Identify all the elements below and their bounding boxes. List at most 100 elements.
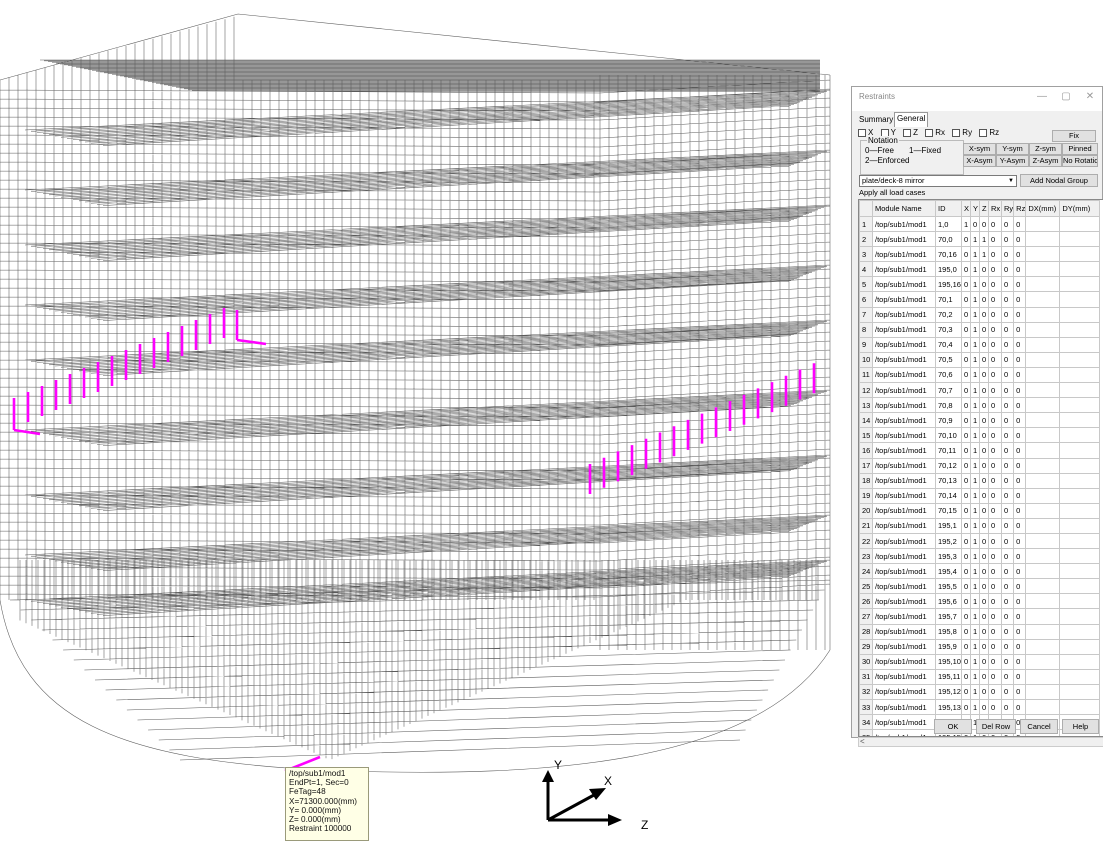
table-cell[interactable]: 0 (1013, 578, 1027, 595)
table-cell[interactable] (1025, 306, 1061, 323)
table-cell[interactable]: /top/sub1/mod1 (872, 698, 936, 716)
table-cell[interactable] (1059, 548, 1101, 565)
table-cell[interactable]: 0 (1000, 517, 1015, 534)
table-cell[interactable] (1025, 427, 1061, 444)
table-cell[interactable]: /top/sub1/mod1 (872, 623, 936, 640)
table-cell[interactable]: 70,12 (935, 457, 962, 474)
table-cell[interactable]: 0 (961, 502, 971, 519)
table-cell[interactable]: 0 (961, 548, 971, 565)
table-cell[interactable]: 0 (1000, 638, 1015, 655)
table-cell[interactable]: 0 (1013, 382, 1027, 399)
table-cell[interactable]: 0 (1000, 548, 1015, 565)
table-cell[interactable]: 0 (979, 276, 989, 293)
table-cell[interactable]: 0 (1013, 683, 1027, 701)
table-cell[interactable]: 0 (1013, 638, 1027, 655)
column-header[interactable]: Rx (988, 200, 1002, 217)
table-cell[interactable] (1059, 532, 1101, 550)
table-cell[interactable]: 1 (979, 231, 989, 248)
table-cell[interactable]: 0 (988, 261, 1002, 278)
table-cell[interactable]: 0 (979, 412, 989, 429)
table-cell[interactable]: 0 (1000, 457, 1015, 474)
table-cell[interactable]: 0 (1000, 653, 1015, 670)
table-cell[interactable]: 0 (979, 623, 989, 640)
table-cell[interactable]: 0 (1000, 427, 1015, 444)
table-cell[interactable] (1059, 215, 1101, 233)
table-cell[interactable]: 1 (970, 231, 980, 248)
table-cell[interactable]: 1 (970, 336, 980, 353)
table-cell[interactable]: 0 (988, 653, 1002, 670)
table-cell[interactable] (1025, 321, 1061, 338)
table-cell[interactable]: 0 (961, 517, 971, 534)
table-cell[interactable]: /top/sub1/mod1 (872, 638, 936, 655)
table-cell[interactable] (1059, 336, 1101, 353)
checkbox-ry[interactable] (952, 128, 961, 137)
table-cell[interactable]: 0 (988, 231, 1002, 248)
table-cell[interactable]: 0 (1013, 487, 1027, 504)
table-cell[interactable]: 1 (970, 698, 980, 716)
table-cell[interactable] (1025, 366, 1061, 384)
table-cell[interactable]: 1 (970, 382, 980, 399)
table-cell[interactable]: 0 (979, 487, 989, 504)
table-cell[interactable]: 0 (1000, 698, 1015, 716)
table-cell[interactable]: 70,7 (935, 382, 962, 399)
table-cell[interactable]: 70,8 (935, 397, 962, 414)
table-cell[interactable]: 0 (988, 578, 1002, 595)
table-cell[interactable]: 0 (979, 698, 989, 716)
table-cell[interactable]: 0 (979, 382, 989, 399)
hull-wireframe[interactable] (0, 0, 840, 841)
column-header[interactable]: DY(mm) (1059, 200, 1101, 217)
table-cell[interactable]: 1 (970, 608, 980, 625)
table-cell[interactable] (1025, 698, 1061, 716)
table-cell[interactable]: 0 (988, 336, 1002, 353)
table-cell[interactable]: 0 (1013, 215, 1027, 233)
table-cell[interactable] (1059, 653, 1101, 670)
table-cell[interactable]: 0 (1013, 442, 1027, 459)
table-cell[interactable] (1059, 427, 1101, 444)
table-cell[interactable]: 195,12 (935, 683, 962, 701)
table-cell[interactable]: 1 (979, 246, 989, 263)
table-cell[interactable]: 1 (970, 427, 980, 444)
table-cell[interactable]: 1 (970, 653, 980, 670)
table-cell[interactable]: /top/sub1/mod1 (872, 563, 936, 580)
table-cell[interactable] (1059, 261, 1101, 278)
table-cell[interactable]: 1 (970, 276, 980, 293)
table-cell[interactable]: 1 (970, 517, 980, 534)
table-cell[interactable] (1025, 442, 1061, 459)
table-cell[interactable]: /top/sub1/mod1 (872, 487, 936, 504)
table-cell[interactable] (1059, 487, 1101, 504)
table-cell[interactable]: 0 (961, 291, 971, 308)
table-cell[interactable]: 0 (979, 578, 989, 595)
table-cell[interactable]: 0 (1000, 593, 1015, 610)
table-cell[interactable]: 0 (979, 593, 989, 610)
table-cell[interactable] (1059, 412, 1101, 429)
table-cell[interactable]: /top/sub1/mod1 (872, 472, 936, 489)
table-cell[interactable]: 0 (1013, 246, 1027, 263)
table-cell[interactable]: 70,16 (935, 246, 962, 263)
table-cell[interactable]: 1 (970, 412, 980, 429)
table-cell[interactable]: 70,2 (935, 306, 962, 323)
table-cell[interactable] (1059, 321, 1101, 338)
table-cell[interactable]: 0 (961, 532, 971, 550)
table-cell[interactable]: 0 (1013, 412, 1027, 429)
table-cell[interactable]: 0 (1013, 291, 1027, 308)
table-cell[interactable]: 0 (1000, 487, 1015, 504)
table-cell[interactable]: 1 (970, 291, 980, 308)
table-cell[interactable]: 0 (1013, 336, 1027, 353)
table-cell[interactable]: 0 (1013, 472, 1027, 489)
table-cell[interactable]: 0 (1000, 472, 1015, 489)
table-cell[interactable]: 0 (979, 261, 989, 278)
table-cell[interactable]: 0 (961, 276, 971, 293)
table-cell[interactable]: 0 (1013, 261, 1027, 278)
table-cell[interactable]: 0 (1000, 502, 1015, 519)
tab-summary[interactable]: Summary (859, 115, 894, 124)
table-cell[interactable] (1025, 397, 1061, 414)
minimize-icon[interactable]: — (1037, 91, 1047, 102)
checkbox-z[interactable] (903, 128, 912, 137)
fix-button[interactable]: Fix (1052, 130, 1096, 142)
table-cell[interactable]: 0 (961, 472, 971, 489)
table-cell[interactable] (1025, 623, 1061, 640)
